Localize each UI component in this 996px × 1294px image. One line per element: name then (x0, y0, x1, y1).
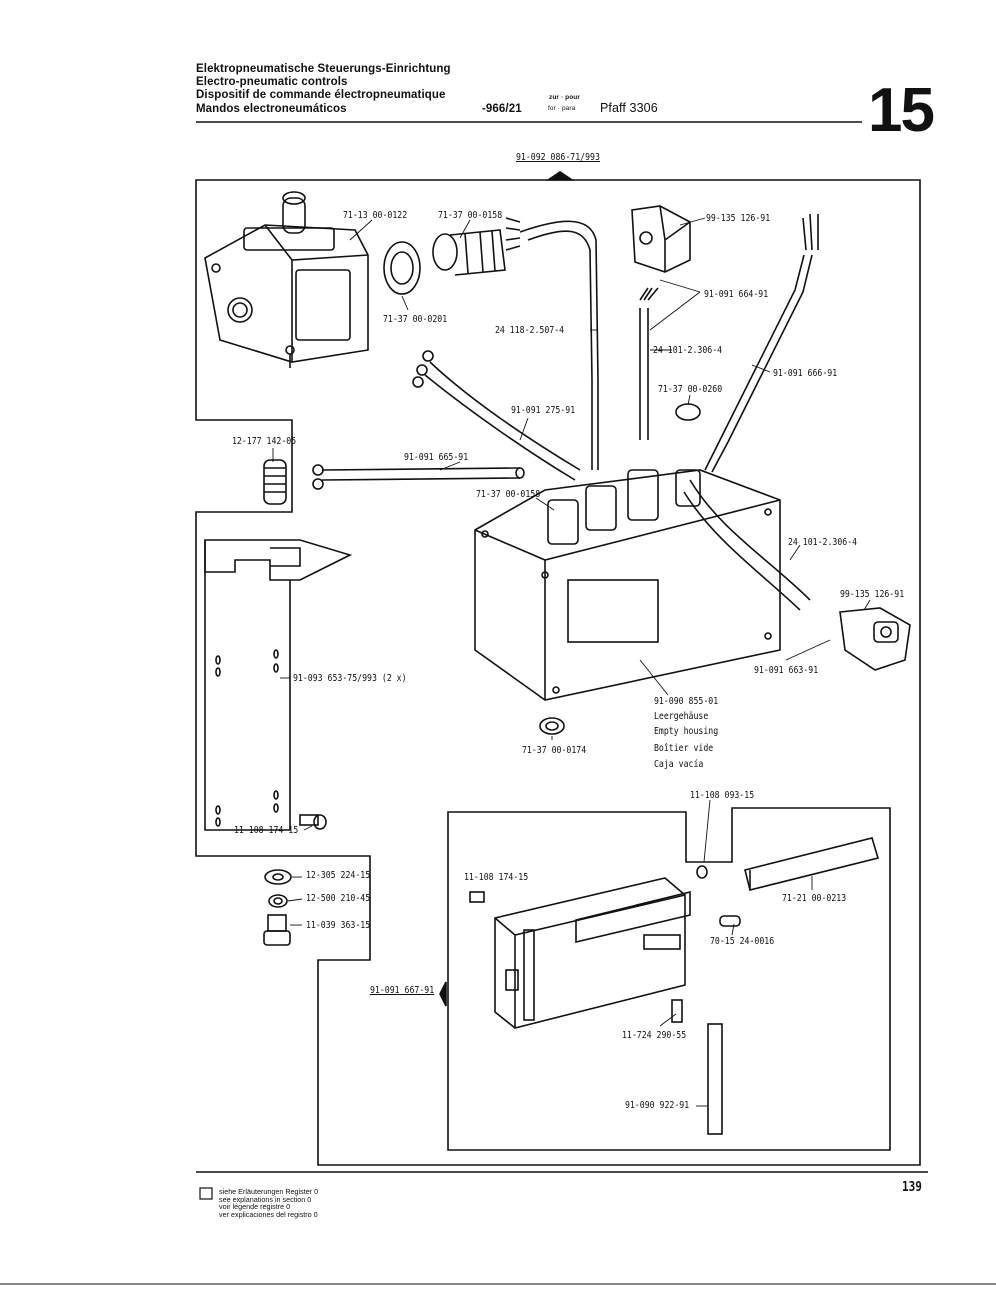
part-label: 71-37 00-0260 (658, 384, 723, 395)
screw-inset (696, 865, 708, 879)
title-en: Electro-pneumatic controls (196, 76, 348, 88)
cable-gland-set (383, 229, 506, 295)
part-label: 24 101-2.306-4 (788, 537, 858, 548)
frame-inset (447, 807, 891, 1151)
part-label: 91-090 855-01 (654, 696, 719, 707)
leader-lines (272, 217, 871, 1107)
title-es: Mandos electroneumáticos (196, 103, 347, 115)
part-label: 91-091 666-91 (773, 368, 838, 379)
part-label: 24 101-2.306-4 (653, 345, 723, 356)
title-de: Elektropneumatische Steuerungs-Einrichtu… (196, 63, 451, 75)
limit-switch-housing (204, 191, 369, 368)
part-label: 12-500 210-45 (306, 893, 371, 904)
part-label: 91-091 663-91 (754, 665, 819, 676)
connector-strip (707, 1023, 723, 1135)
note-box (199, 1187, 213, 1200)
cables-top (312, 213, 819, 611)
part-label: 91-093 653-75/993 (2 x) (293, 673, 407, 684)
part-label: 71-21 00-0213 (782, 893, 847, 904)
part-label: 91-091 665-91 (404, 452, 469, 463)
plug-connector-top (631, 205, 691, 273)
part-label: 99-135 126-91 (706, 213, 771, 224)
title-fr: Dispositif de commande électropneumatiqu… (196, 89, 446, 101)
section-number: 15 (868, 76, 935, 145)
part-label: 24 118-2.507-4 (495, 325, 565, 336)
reference-arrow-up (545, 171, 575, 181)
fuse (719, 915, 741, 927)
box-cable-glands (547, 469, 701, 545)
frame-upper (195, 179, 921, 1166)
mounting-bracket (204, 539, 353, 831)
zur-pour: zur · pour (549, 94, 580, 101)
part-label: 71-37 00-0158 (438, 210, 503, 221)
catalog-code: -966/21 (482, 103, 522, 115)
page-number: 139 (902, 1180, 922, 1195)
part-label: 99-135 126-91 (840, 589, 905, 600)
part-label: 12-177 142-05 (232, 436, 297, 447)
part-label: 11-039 363-15 (306, 920, 371, 931)
reference-arrow-left (439, 981, 447, 1007)
housing-label-en: Empty housing (654, 726, 719, 737)
part-label: 71-37 00-0174 (522, 745, 587, 756)
lock-nut (539, 717, 565, 735)
part-label: 71-37 00-0158 (476, 489, 541, 500)
part-label: 71-13 00-0122 (343, 210, 408, 221)
part-label: 11-108 093-15 (690, 790, 755, 801)
part-label: 91-091 275-91 (511, 405, 576, 416)
part-label: 71-37 00-0201 (383, 314, 448, 325)
empty-housing-box (474, 469, 781, 701)
part-label: 12-305 224-15 (306, 870, 371, 881)
standoff-spacer (671, 999, 683, 1023)
footnote-en: see explanations in section 0 (219, 1195, 312, 1204)
washer-set (263, 869, 292, 946)
plug-connector-right (839, 607, 911, 671)
housing-label-de: Leergehäuse (654, 711, 709, 722)
footnote-es: ver explicaciones del registro 0 (219, 1210, 318, 1219)
for-para: for · para (548, 105, 576, 112)
housing-label-es: Caja vacía (654, 759, 704, 770)
part-label: 91-091 667-91 (370, 985, 435, 996)
machine-name: Pfaff 3306 (600, 101, 658, 115)
part-label: 70-15 24-0016 (710, 936, 775, 947)
sealing-cap (675, 403, 701, 421)
top-reference-label: 91-092 086-71/993 (516, 152, 600, 163)
circuit-board (494, 877, 691, 1029)
spring-element (263, 459, 287, 505)
screw-bracket (299, 814, 327, 830)
part-label: 11-108 174-15 (464, 872, 529, 883)
part-label: 11-724 290-55 (622, 1030, 687, 1041)
part-label: 11-108 174-15 (234, 825, 299, 836)
footnote-de: siehe Erläuterungen Register 0 (219, 1187, 319, 1196)
part-label: 91-090 922-91 (625, 1100, 690, 1111)
screw-board (469, 891, 485, 903)
housing-label-fr: Boîtier vide (654, 743, 714, 754)
footnote-fr: voir légende registre 0 (219, 1202, 291, 1211)
part-label: 91-091 664-91 (704, 289, 769, 300)
terminal-strip (744, 837, 880, 891)
